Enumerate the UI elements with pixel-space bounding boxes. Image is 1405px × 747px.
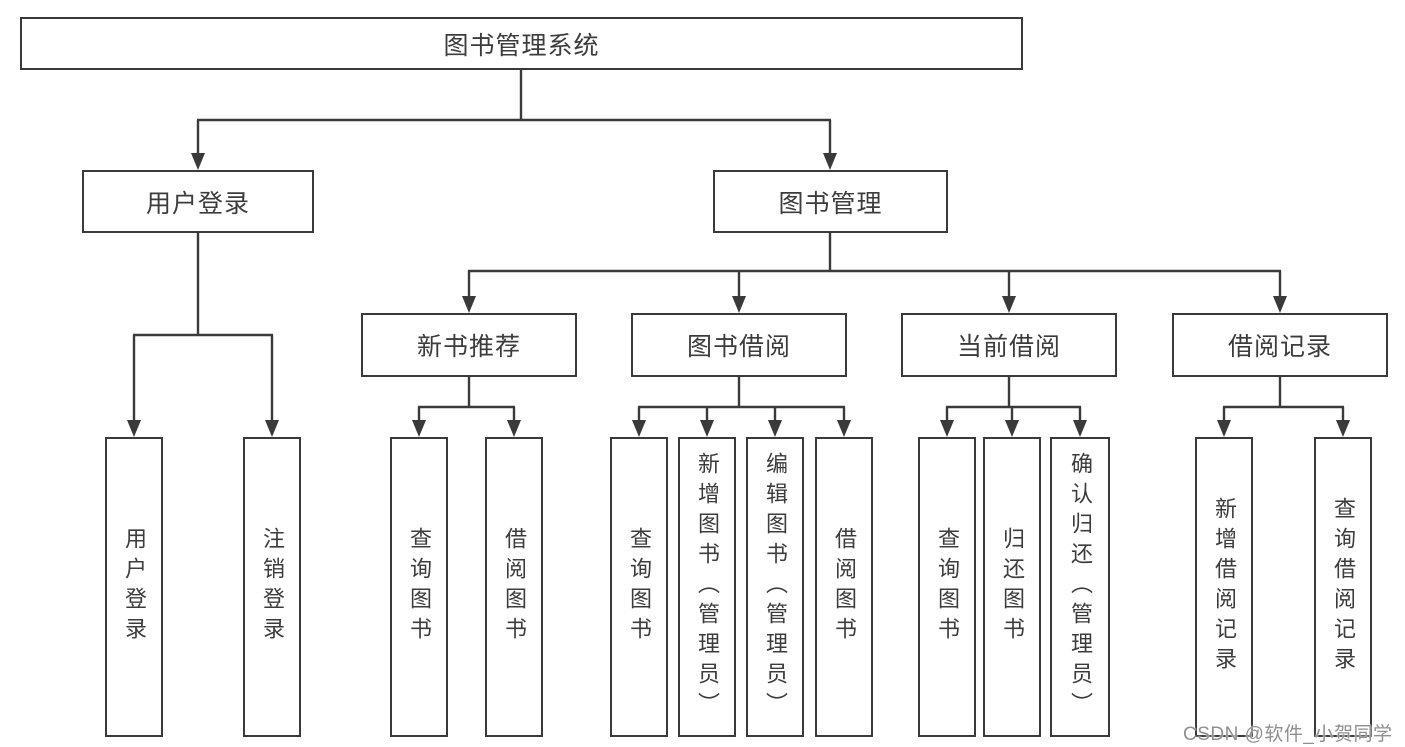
node-user-login-leaf: 用户登录 [105, 437, 163, 737]
node-search-books-newrec: 查询图书 [390, 437, 448, 737]
connector-current-to-leaves [945, 377, 1082, 421]
node-borrow-books-newrec: 借阅图书 [485, 437, 543, 737]
node-label: 图书借阅 [686, 333, 791, 361]
node-book-management: 图书管理 [713, 170, 948, 233]
node-label: 用户登录 [145, 189, 250, 218]
node-label: 查询图书 [935, 527, 960, 647]
node-label: 查询图书 [627, 527, 652, 647]
connector-borrow-to-leaves [637, 377, 846, 421]
csdn-watermark: CSDN @软件_小贺同学 [1183, 724, 1393, 745]
node-borrowing-records: 借阅记录 [1172, 313, 1388, 377]
node-confirm-return-admin: 确认归还（管理员） [1050, 437, 1110, 737]
node-new-book-recommendation: 新书推荐 [361, 313, 577, 377]
node-search-books-borrow: 查询图书 [610, 437, 668, 737]
connector-userlogin-to-leaves [132, 233, 274, 421]
node-return-books: 归还图书 [983, 437, 1041, 737]
node-book-borrowing: 图书借阅 [631, 313, 847, 377]
node-label: 图书管理 [778, 189, 883, 218]
node-label: 确认归还（管理员） [1068, 452, 1093, 722]
node-label: 用户登录 [122, 527, 147, 647]
node-search-borrow-record: 查询借阅记录 [1314, 437, 1372, 737]
node-label: 当前借阅 [956, 333, 1061, 361]
node-label: 注销登录 [260, 527, 285, 647]
node-current-borrowing: 当前借阅 [901, 313, 1117, 377]
node-label: 查询图书 [407, 527, 432, 647]
node-label: 借阅记录 [1227, 333, 1332, 361]
node-search-books-current: 查询图书 [918, 437, 976, 737]
node-borrow-books: 借阅图书 [815, 437, 873, 737]
node-add-borrow-record: 新增借阅记录 [1195, 437, 1253, 737]
node-library-management-system: 图书管理系统 [20, 17, 1023, 70]
node-label: 查询借阅记录 [1331, 497, 1356, 677]
connector-records-to-leaves [1222, 377, 1345, 421]
connector-newrec-to-leaves [417, 377, 516, 421]
node-label: 借阅图书 [502, 527, 527, 647]
node-logout: 注销登录 [243, 437, 301, 737]
node-add-books-admin: 新增图书（管理员） [678, 437, 736, 737]
connector-bookmgmt-to-level3 [467, 233, 1282, 297]
node-label: 新书推荐 [416, 333, 521, 361]
node-edit-books-admin: 编辑图书（管理员） [746, 437, 804, 737]
node-label: 归还图书 [1000, 527, 1025, 647]
node-label: 新增图书（管理员） [695, 452, 720, 722]
node-label: 新增借阅记录 [1212, 497, 1237, 677]
node-label: 编辑图书（管理员） [763, 452, 788, 722]
node-label: 图书管理系统 [443, 31, 600, 60]
node-label: 借阅图书 [832, 527, 857, 647]
node-user-login: 用户登录 [82, 170, 314, 233]
connector-root-to-level2 [196, 70, 832, 154]
